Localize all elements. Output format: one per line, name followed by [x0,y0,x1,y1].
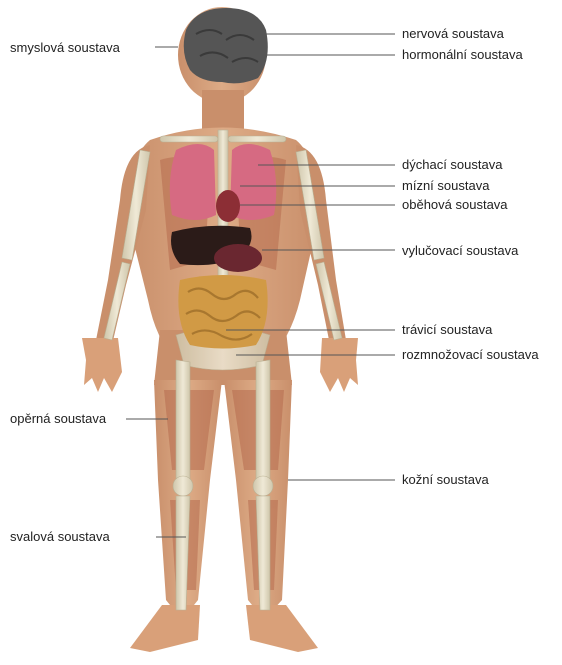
brain-organ [184,8,268,83]
label-travici-soustava: trávicí soustava [402,322,492,338]
label-obehova-soustava: oběhová soustava [402,197,508,213]
left-lung-organ [170,144,216,220]
label-dychaci-soustava: dýchací soustava [402,157,502,173]
label-kozni-soustava: kožní soustava [402,472,489,488]
label-svalova-soustava: svalová soustava [10,529,110,545]
label-nervova-soustava: nervová soustava [402,26,504,42]
heart-organ [216,190,240,222]
label-rozmnozovaci-soustava: rozmnožovací soustava [402,347,539,363]
label-mizni-soustava: mízní soustava [402,178,489,194]
label-vylucovaci-soustava: vylučovací soustava [402,243,518,259]
label-operna-soustava: opěrná soustava [10,411,106,427]
label-hormonalni-soustava: hormonální soustava [402,47,523,63]
label-smyslova-soustava: smyslová soustava [10,40,120,56]
kidney-organ [214,244,262,272]
